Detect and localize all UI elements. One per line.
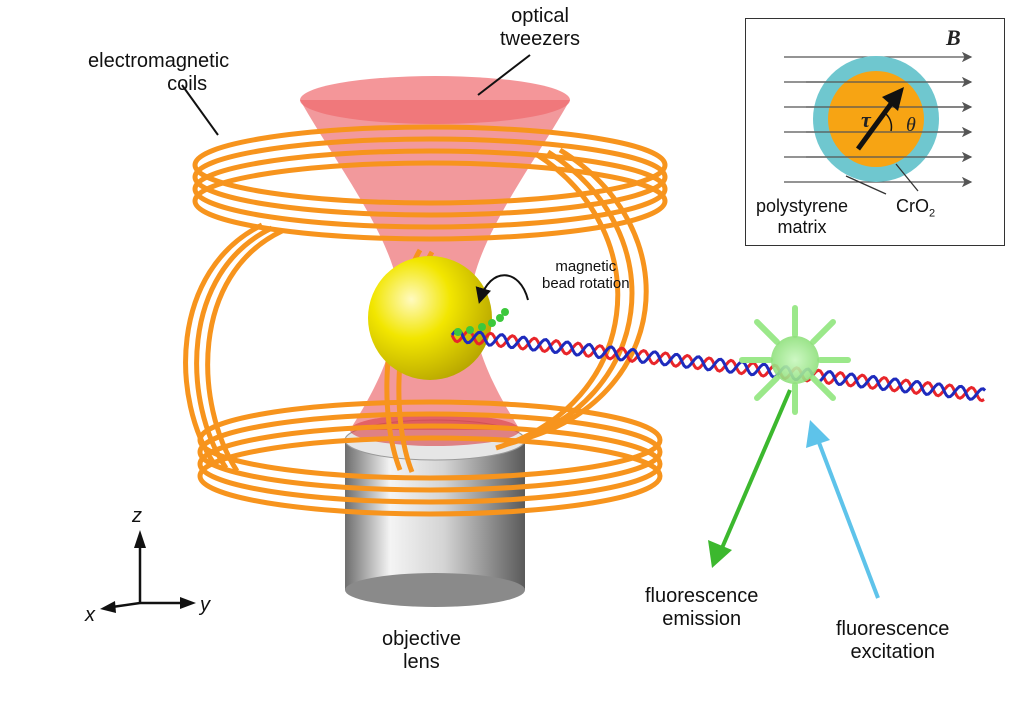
dna-markers	[454, 308, 509, 336]
axes	[100, 530, 196, 613]
emission-line2: emission	[662, 608, 742, 630]
excitation-label: fluorescence excitation	[836, 618, 949, 664]
dna-strand-red	[450, 329, 985, 403]
fluorophore	[739, 305, 851, 415]
polystyrene-label-line2: matrix	[777, 216, 827, 237]
emission-label: fluorescence emission	[645, 585, 758, 631]
axis-x-label: x	[85, 604, 95, 626]
coils-line1: electromagnetic	[88, 50, 230, 72]
objective-line2: lens	[403, 651, 440, 673]
excitation-arrow	[806, 420, 880, 599]
emission-arrow	[708, 389, 792, 568]
field-symbol: B	[946, 25, 961, 50]
coils-leader	[181, 84, 219, 136]
dna-helix	[450, 328, 987, 403]
objective-line1: objective	[382, 628, 461, 650]
rotation-line1: magnetic	[555, 258, 617, 275]
optical-tweezers-line1: optical	[511, 5, 569, 27]
rotation-label: magnetic bead rotation	[542, 258, 630, 293]
objective-label: objective lens	[382, 628, 461, 674]
cro2-subscript: 2	[929, 207, 936, 220]
coil-left	[183, 222, 284, 473]
torque-symbol: τ	[861, 107, 871, 132]
rotation-arrow	[475, 274, 529, 304]
excitation-line1: fluorescence	[836, 618, 950, 640]
coils-line2: coils	[167, 73, 208, 95]
coils-label: electromagnetic coils	[88, 50, 229, 96]
cro2-label: CrO2	[896, 196, 935, 220]
emission-line1: fluorescence	[645, 585, 759, 607]
cro2-text: CrO	[896, 196, 929, 216]
tweezers-leader	[477, 54, 531, 96]
torque-arrow	[855, 95, 899, 151]
magnetic-bead	[368, 256, 492, 380]
axis-z-label: z	[132, 505, 142, 527]
rotation-line2: bead rotation	[542, 275, 630, 293]
polystyrene-label-line1: polystyrene	[756, 196, 849, 216]
polystyrene-label: polystyrene matrix	[756, 196, 848, 237]
dna-strand-blue	[450, 328, 987, 401]
axis-y-label: y	[200, 594, 210, 616]
optical-tweezers-line2: tweezers	[500, 28, 581, 50]
coil-top	[192, 124, 668, 242]
inset-diagram	[784, 51, 973, 195]
angle-symbol: θ	[906, 114, 916, 136]
optical-tweezers-label: optical tweezers	[500, 5, 580, 51]
excitation-line2: excitation	[850, 641, 935, 663]
inset-panel: B τ θ polystyrene matrix CrO2	[745, 18, 1005, 246]
